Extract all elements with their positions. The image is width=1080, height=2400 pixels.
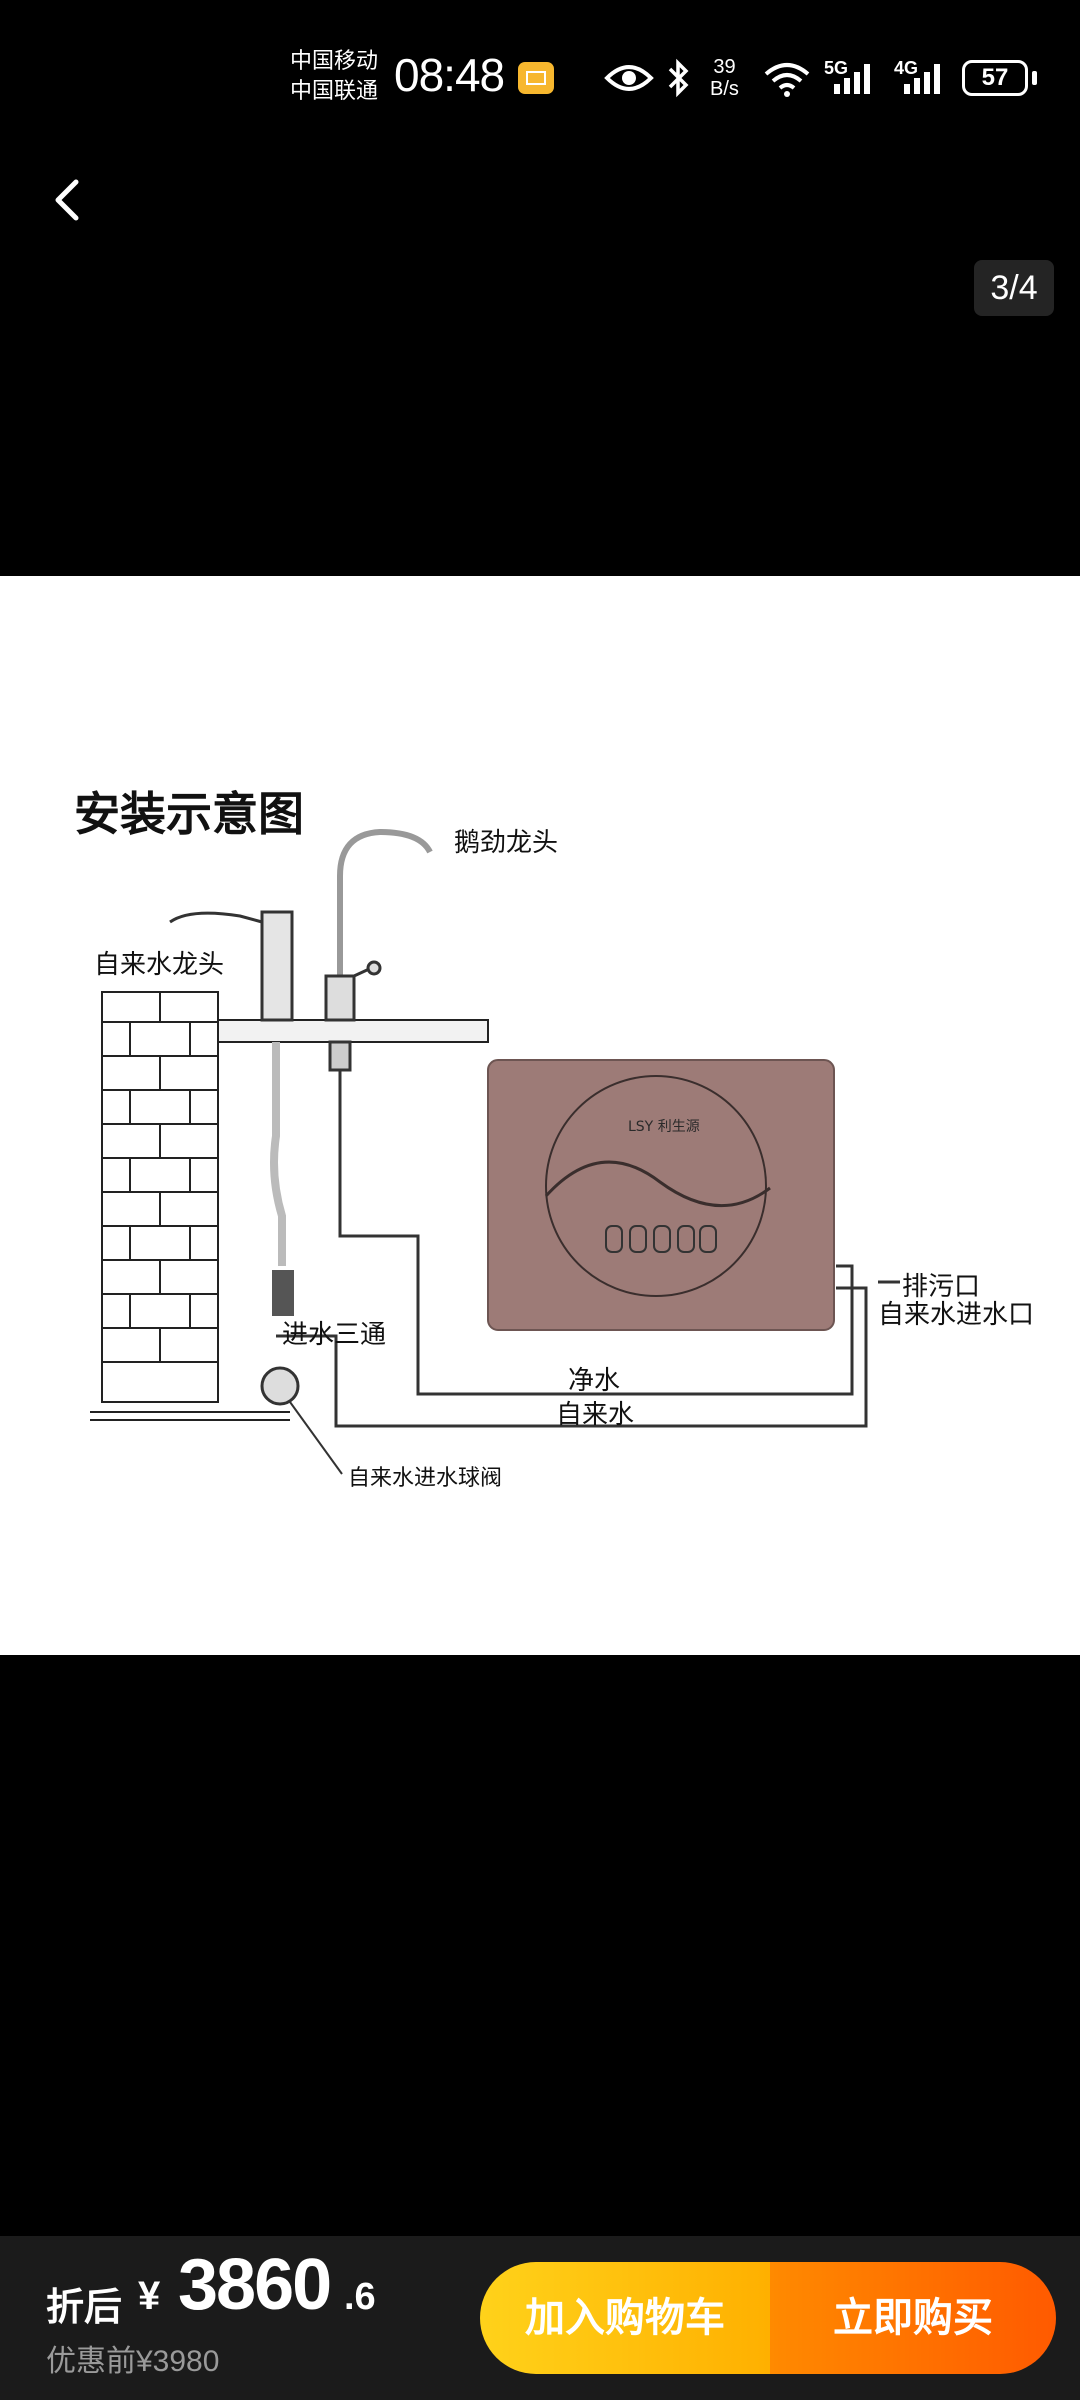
signal-icon-1 xyxy=(834,64,870,94)
installation-diagram xyxy=(90,828,900,1475)
purchase-buttons: 加入购物车 立即购买 xyxy=(480,2262,1056,2374)
price-label: 折后 xyxy=(46,2287,123,2329)
original-price: 优惠前¥3980 xyxy=(46,2345,220,2378)
network-type-1: 5G xyxy=(824,58,849,78)
status-bar: 中国移动 中国联通 08:48 39 B/s 5G 4G 57 xyxy=(0,0,1080,150)
gooseneck-faucet xyxy=(324,828,433,1072)
carrier-names: 中国移动 中国联通 xyxy=(290,46,378,106)
status-time: 08:48 xyxy=(394,49,505,101)
speed-value: 39 xyxy=(713,56,736,78)
back-arrow-icon[interactable] xyxy=(40,170,100,230)
price-currency: ¥ xyxy=(138,2274,161,2318)
carrier-1: 中国移动 xyxy=(290,48,379,73)
tee-fitting xyxy=(272,1270,294,1316)
carrier-2: 中国联通 xyxy=(290,78,379,103)
bluetooth-icon xyxy=(668,58,689,98)
buy-now-button[interactable]: 立即购买 xyxy=(770,2262,1056,2374)
label-tap-water: 自来水 xyxy=(556,1400,635,1430)
battery-icon: 57 xyxy=(962,60,1028,96)
battery-tip xyxy=(1032,71,1037,85)
label-tee: 进水三通 xyxy=(282,1320,387,1350)
speed-unit: B/s xyxy=(710,78,739,100)
label-inlet: 自来水进水口 xyxy=(878,1300,1035,1330)
price-integer: 3860 xyxy=(178,2245,332,2325)
label-drain: 排污口 xyxy=(902,1272,981,1302)
diagram-title: 安装示意图 xyxy=(74,787,304,841)
water-pipes xyxy=(276,1070,900,1428)
product-image[interactable]: 安装示意图 鹅劲龙头 自来水龙头 进水三通 自来水进水球阀 净水 自来水 排污口… xyxy=(0,576,1080,1655)
label-tap: 自来水龙头 xyxy=(94,950,225,980)
device-brand: LSY 利生源 xyxy=(628,1119,700,1135)
network-speed: 39 B/s xyxy=(710,56,739,100)
image-page-counter: 3/4 xyxy=(974,260,1054,316)
water-purifier-device xyxy=(487,1059,835,1331)
label-valve: 自来水进水球阀 xyxy=(348,1466,503,1491)
eye-icon xyxy=(604,65,654,91)
countertop xyxy=(217,1019,489,1043)
signal-icon-2 xyxy=(904,64,940,94)
ball-valve-icon xyxy=(260,1366,300,1406)
tap-faucet xyxy=(169,910,294,1266)
network-type-2: 4G xyxy=(894,58,919,78)
price-decimal: .6 xyxy=(344,2276,376,2318)
wifi-icon xyxy=(764,63,810,97)
label-pure-water: 净水 xyxy=(568,1366,621,1396)
brick-wall xyxy=(101,991,219,1403)
add-to-cart-button[interactable]: 加入购物车 xyxy=(480,2262,770,2374)
label-gooseneck: 鹅劲龙头 xyxy=(454,828,559,858)
purchase-bar: 折后 ¥ 3860 .6 优惠前¥3980 加入购物车 立即购买 xyxy=(0,2236,1080,2400)
mail-notification-icon xyxy=(518,62,554,94)
